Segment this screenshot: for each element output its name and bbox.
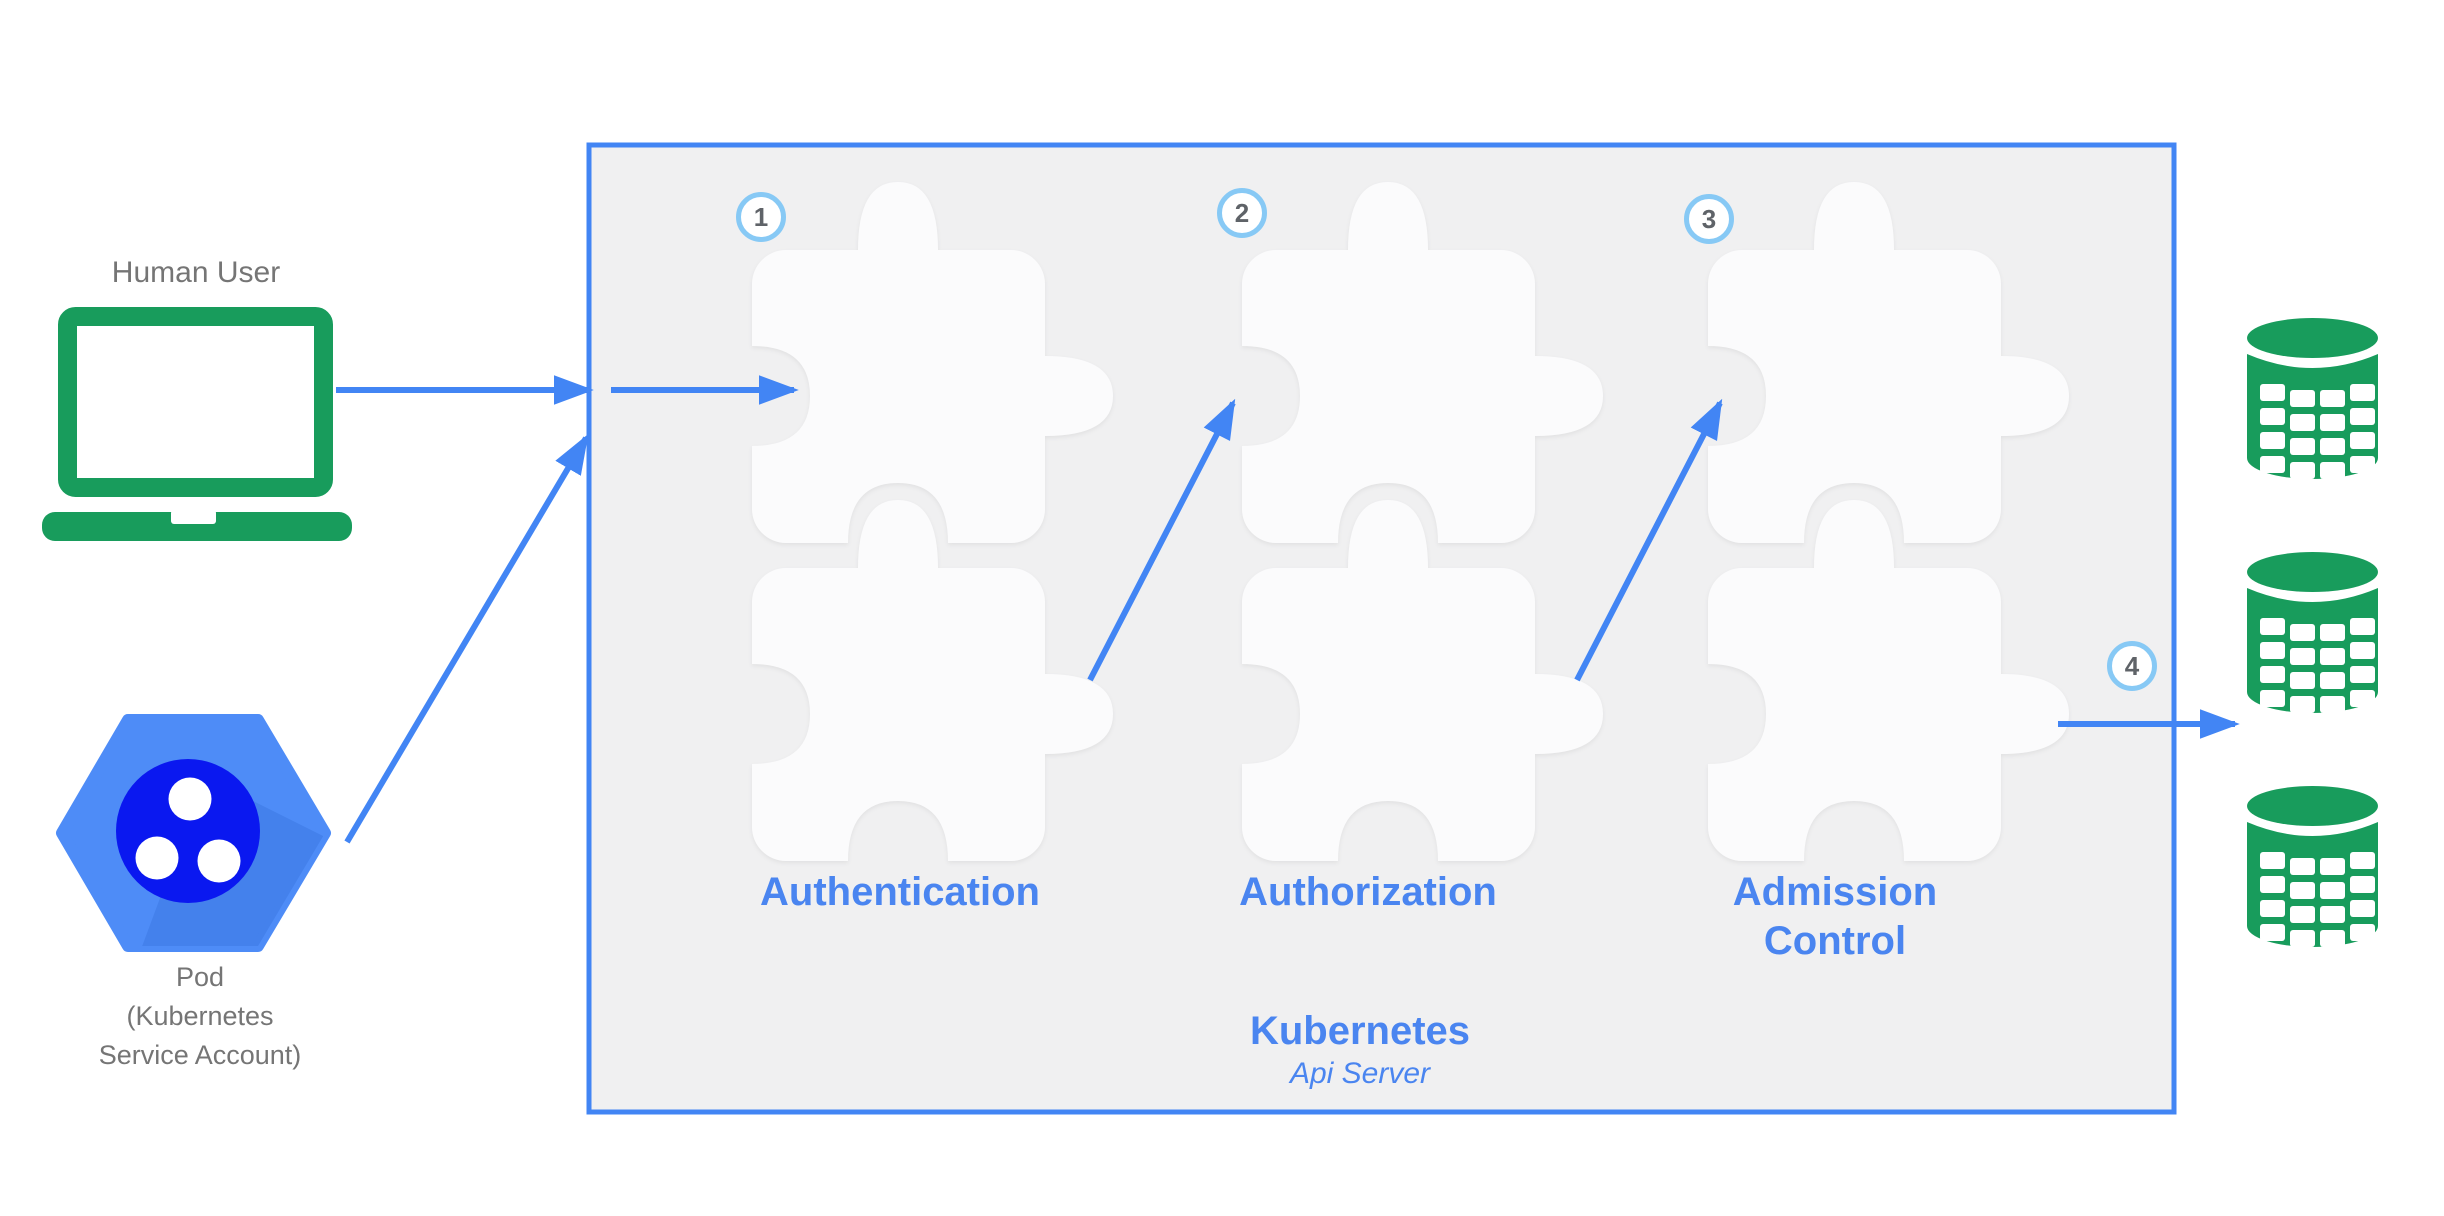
pod-label: Pod (Kubernetes Service Account) [98, 962, 302, 1070]
human-user-label: Human User [111, 256, 281, 289]
database-icon-1 [2247, 318, 2378, 479]
step-badge-3: 3 [1684, 194, 1734, 244]
admission-control-label: Admission Control [1732, 870, 1938, 963]
database-icon-3 [2247, 786, 2378, 947]
laptop-icon [42, 307, 352, 541]
api-server-subtitle: Api Server [1289, 1057, 1431, 1090]
arrow-pod-to-apiserver [344, 433, 589, 844]
authentication-label: Authentication [760, 870, 1040, 914]
arrow-authz-to-admission [1574, 398, 1723, 682]
database-icon-2 [2247, 552, 2378, 713]
step-badge-1: 1 [736, 192, 786, 242]
pod-icon [56, 714, 331, 952]
kubernetes-title: Kubernetes [1249, 1009, 1471, 1053]
step-badge-2: 2 [1217, 188, 1267, 238]
step-badge-4: 4 [2107, 641, 2157, 691]
authorization-label: Authorization [1239, 870, 1497, 914]
arrow-auth-to-authorization [1087, 398, 1236, 682]
